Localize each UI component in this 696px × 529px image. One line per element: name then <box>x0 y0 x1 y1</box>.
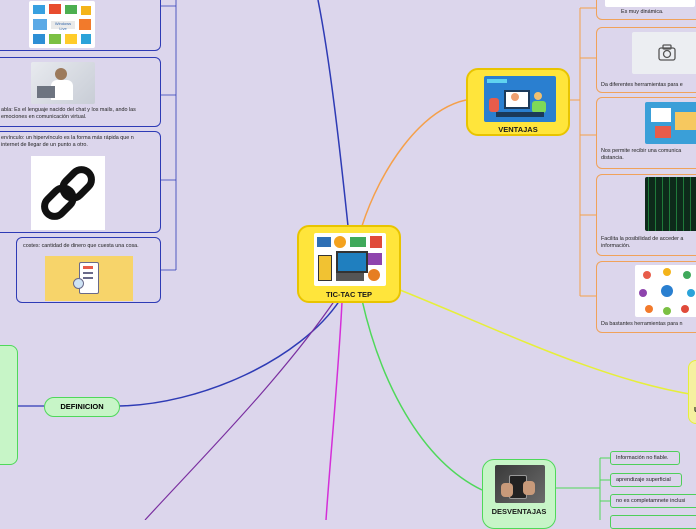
central-title: TIC-TAC TEP <box>325 290 373 299</box>
desventajas-title: DESVENTAJAS <box>491 507 547 516</box>
central-node[interactable]: TIC-TAC TEP <box>297 225 401 303</box>
connector-bottom-magenta <box>325 301 343 520</box>
desventaja-item-3[interactable]: no es completamnete inclusi <box>610 494 696 508</box>
connector-top <box>317 0 349 227</box>
desventajas-node[interactable]: DESVENTAJAS <box>482 459 556 529</box>
left-box-emoticono[interactable]: abla: Es el lenguaje nacido del chat y l… <box>0 57 161 127</box>
connector-ventajas <box>361 99 467 227</box>
ventaja-item-1-image <box>605 0 695 7</box>
ventajas-image <box>484 76 556 122</box>
ventajas-node[interactable]: VENTAJAS <box>466 68 570 136</box>
right-yellow-node[interactable]: U <box>688 360 696 424</box>
desventaja-item-2-text: aprendizaje superficial <box>616 477 671 483</box>
ventaja-item-2-text: Da diferentes herramientas para e <box>601 82 683 88</box>
connector-definicion <box>117 299 341 407</box>
ventaja-item-2[interactable]: Da diferentes herramientas para e <box>596 27 696 93</box>
left-box-windows[interactable]: Windows Live <box>0 0 161 51</box>
left-box-hipervinculo[interactable]: ervínculo: un hipervínculo es la forma m… <box>0 131 161 233</box>
ventaja-item-3-text: Nos permite recibir una comunica distanc… <box>601 148 682 161</box>
left-green-box[interactable] <box>0 345 18 465</box>
emoticono-text: abla: Es el lenguaje nacido del chat y l… <box>1 107 136 120</box>
ventaja-item-4[interactable]: Facilita la posibilidad de acceder a inf… <box>596 174 696 256</box>
right-yellow-letter: U <box>694 405 696 414</box>
ventaja-item-1[interactable]: Es muy dinámica. <box>596 0 696 20</box>
definicion-node[interactable]: DEFINICION <box>44 397 120 417</box>
ventaja-item-5-image <box>635 265 696 317</box>
connector-right <box>399 289 696 396</box>
ventaja-item-1-text: Es muy dinámica. <box>621 9 664 15</box>
desventaja-item-2[interactable]: aprendizaje superficial <box>610 473 682 487</box>
ventajas-bracket <box>570 7 596 297</box>
ventajas-title: VENTAJAS <box>498 125 538 134</box>
woman-computer-image <box>31 62 95 104</box>
ventaja-item-3[interactable]: Nos permite recibir una comunica distanc… <box>596 97 696 169</box>
ventaja-item-3-image <box>645 102 696 144</box>
costes-text: costes: cantidad de dinero que cuesta un… <box>23 243 139 249</box>
ventaja-item-5-text: Da bastantes herramientas para n <box>601 321 683 327</box>
ventaja-item-5[interactable]: Da bastantes herramientas para n <box>596 261 696 333</box>
connector-bottom-left <box>144 299 336 520</box>
ventaja-item-4-text: Facilita la posibilidad de acceder a inf… <box>601 236 684 249</box>
link-icon <box>31 156 105 230</box>
ventaja-item-4-image <box>645 177 696 231</box>
desventajas-image <box>495 465 545 503</box>
hipervinculo-text: ervínculo: un hipervínculo es la forma m… <box>1 135 134 148</box>
connector-desventajas <box>361 299 483 491</box>
desventaja-item-4[interactable] <box>610 515 696 529</box>
desventaja-item-3-text: no es completamnete inclusi <box>616 498 686 504</box>
costes-image <box>45 256 133 301</box>
desventajas-bracket <box>556 457 610 520</box>
left-box-costes[interactable]: costes: cantidad de dinero que cuesta un… <box>16 237 161 303</box>
windows-collage-image: Windows Live <box>29 1 95 48</box>
camera-icon <box>632 32 696 74</box>
tic-collage-image <box>314 233 386 286</box>
desventaja-item-1-text: Información no fiable. <box>616 455 669 461</box>
desventaja-item-1[interactable]: Información no fiable. <box>610 451 680 465</box>
left-bracket <box>160 0 177 271</box>
definicion-label: DEFINICION <box>60 402 104 411</box>
